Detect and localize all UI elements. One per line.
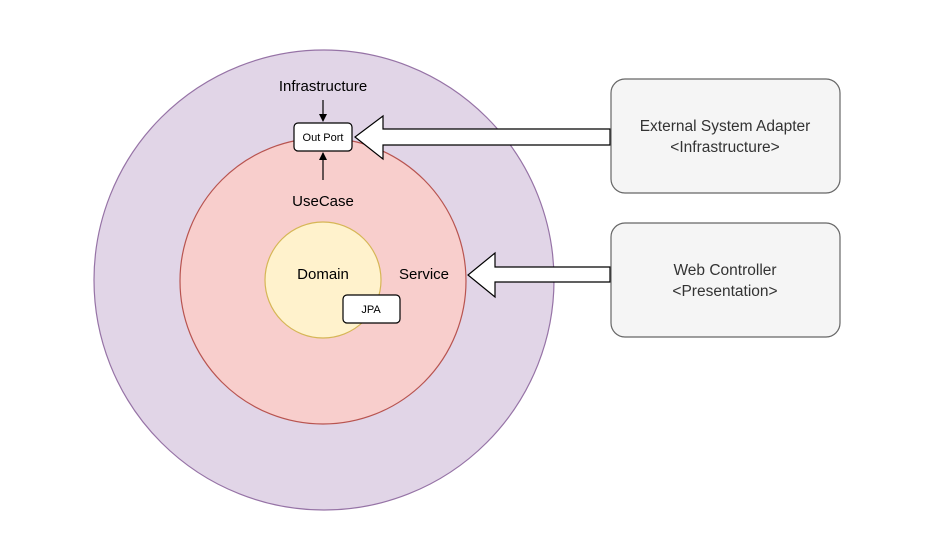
web-controller-name: Web Controller — [673, 262, 776, 279]
service-label: Service — [399, 266, 449, 283]
external-system-adapter-name: External System Adapter — [640, 118, 811, 135]
web-controller-layer: <Presentation> — [672, 283, 777, 300]
out-port-label: Out Port — [303, 132, 344, 144]
usecase-label: UseCase — [292, 193, 354, 210]
web-controller-box — [610, 222, 841, 338]
external-system-adapter-box — [610, 78, 841, 194]
web-controller-arrow — [467, 251, 611, 299]
infrastructure-label: Infrastructure — [279, 78, 367, 95]
external-system-adapter-layer: <Infrastructure> — [670, 139, 779, 156]
jpa-box — [342, 294, 401, 324]
out-port-box — [293, 122, 353, 152]
domain-label: Domain — [297, 266, 349, 283]
external-adapter-arrow — [354, 114, 611, 161]
jpa-label: JPA — [361, 304, 381, 316]
